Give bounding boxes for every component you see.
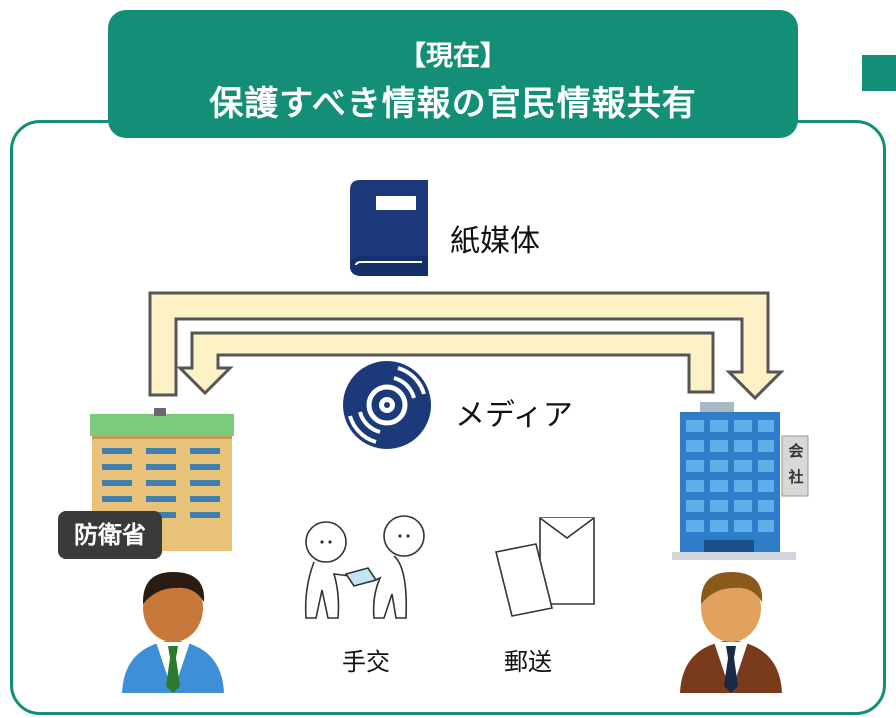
- handover-icon: [304, 515, 425, 619]
- person-icon: [680, 572, 782, 693]
- inner-arrow: [176, 331, 715, 396]
- media-label: メディア: [455, 398, 573, 433]
- company-sign-2: 社: [788, 468, 804, 486]
- person-icon: [122, 572, 224, 693]
- ministry-sign-text: 防衛省: [74, 521, 146, 549]
- disc-icon: [343, 361, 431, 449]
- next-panel-header-edge: [862, 55, 896, 91]
- title-box: 【現在】 保護すべき情報の官民情報共有: [108, 10, 798, 138]
- title-line2: 保護すべき情報の官民情報共有: [209, 84, 697, 124]
- ministry-sign: 防衛省: [58, 511, 162, 559]
- outer-arrow: [148, 291, 785, 401]
- mail-label: 郵送: [504, 648, 552, 676]
- paper-label: 紙媒体: [450, 224, 540, 259]
- company-building-icon: [672, 402, 809, 560]
- company-sign-1: 会: [788, 442, 804, 460]
- hand-label: 手交: [342, 648, 390, 676]
- title-line1: 【現在】: [399, 41, 507, 72]
- envelope-icon: [495, 517, 595, 617]
- book-icon: [350, 180, 428, 276]
